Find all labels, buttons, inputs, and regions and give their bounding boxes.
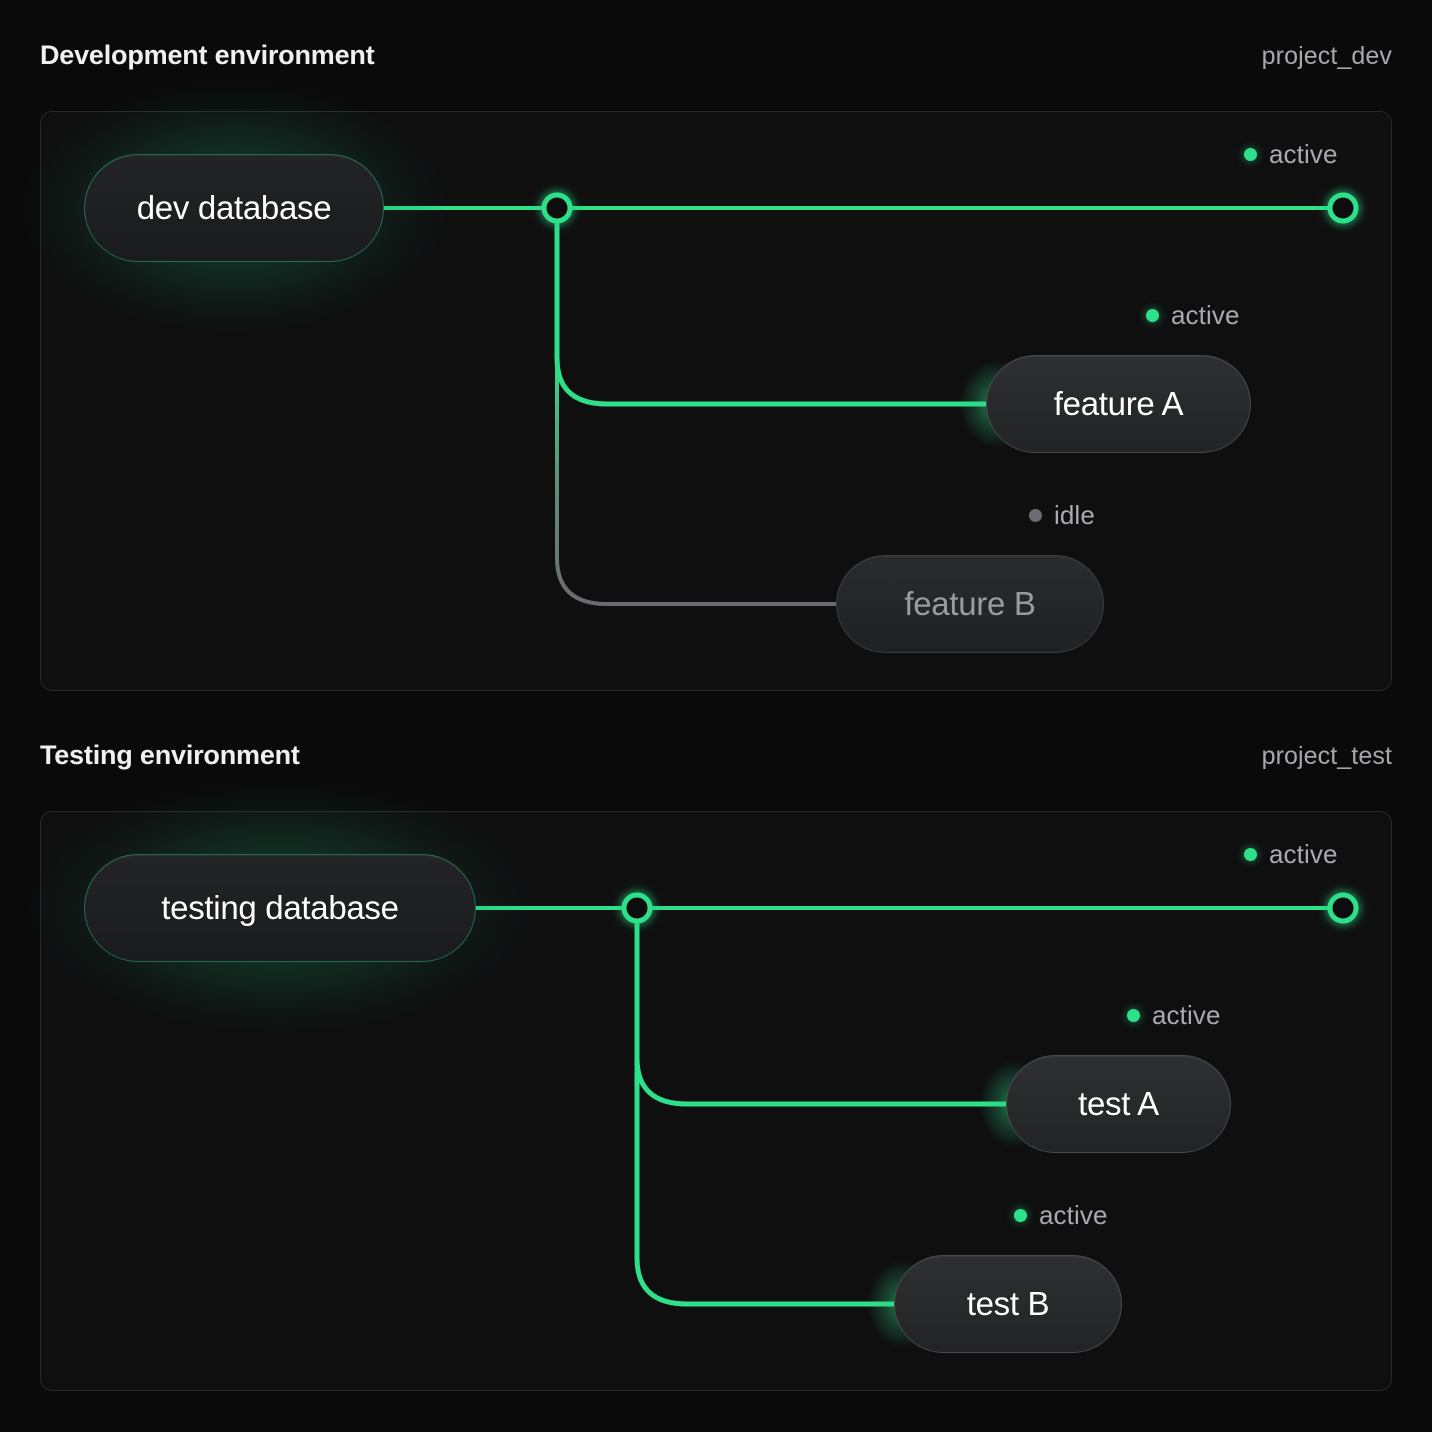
status-label: idle — [1054, 500, 1095, 530]
section-header-development: Development environment project_dev — [40, 40, 1392, 71]
project-name-development: project_dev — [1261, 42, 1392, 70]
status-badge-feature-a: active — [1146, 300, 1240, 331]
status-label: active — [1152, 1000, 1221, 1030]
status-dot-active — [1127, 1009, 1140, 1022]
panel-testing: testing database active test A — [30, 783, 1392, 1391]
page-title-development: Development environment — [40, 40, 375, 70]
status-dot-active — [1244, 848, 1257, 861]
edge-to-feature-b — [555, 206, 839, 606]
node-feature-b[interactable]: feature B — [836, 555, 1104, 653]
node-testing-database[interactable]: testing database — [30, 783, 530, 1033]
status-dot-active — [1014, 1209, 1027, 1222]
node-label: testing database — [161, 889, 399, 926]
section-testing: Testing environment project_test — [0, 740, 1432, 1400]
status-dot-active — [1146, 309, 1159, 322]
status-label: active — [1269, 839, 1338, 869]
project-name-testing: project_test — [1261, 742, 1392, 770]
node-label: feature A — [1053, 385, 1184, 422]
edge-to-test-a — [634, 905, 1012, 1107]
node-label: feature B — [904, 585, 1036, 622]
node-test-b[interactable]: test B — [868, 1255, 1122, 1353]
junction-node-development[interactable] — [541, 192, 573, 224]
edge-to-feature-a — [554, 205, 992, 407]
status-dot-idle — [1029, 509, 1042, 522]
status-badge-test-a: active — [1127, 1000, 1221, 1031]
section-development: Development environment project_dev — [0, 40, 1432, 700]
edges-development — [341, 192, 1359, 606]
endpoint-node-testing[interactable] — [1327, 892, 1359, 924]
node-dev-database[interactable]: dev database — [24, 83, 444, 333]
status-badge-endpoint-testing: active — [1244, 839, 1338, 870]
panel-development: dev database active feature A — [24, 83, 1392, 691]
node-label: test A — [1078, 1085, 1159, 1122]
status-label: active — [1269, 139, 1338, 169]
section-header-testing: Testing environment project_test — [40, 740, 1392, 771]
status-badge-endpoint-development: active — [1244, 139, 1338, 170]
node-label: test B — [966, 1285, 1050, 1322]
status-badge-feature-b: idle — [1029, 500, 1095, 531]
status-label: active — [1171, 300, 1240, 330]
page-title-testing: Testing environment — [40, 740, 300, 770]
edges-testing — [433, 892, 1359, 1307]
node-label: dev database — [136, 189, 332, 226]
endpoint-node-development[interactable] — [1327, 192, 1359, 224]
node-test-a[interactable]: test A — [980, 1055, 1231, 1153]
status-dot-active — [1244, 148, 1257, 161]
status-badge-test-b: active — [1014, 1200, 1108, 1231]
edge-to-test-b — [634, 905, 900, 1307]
junction-node-testing[interactable] — [621, 892, 653, 924]
node-feature-a[interactable]: feature A — [960, 355, 1251, 453]
status-label: active — [1039, 1200, 1108, 1230]
